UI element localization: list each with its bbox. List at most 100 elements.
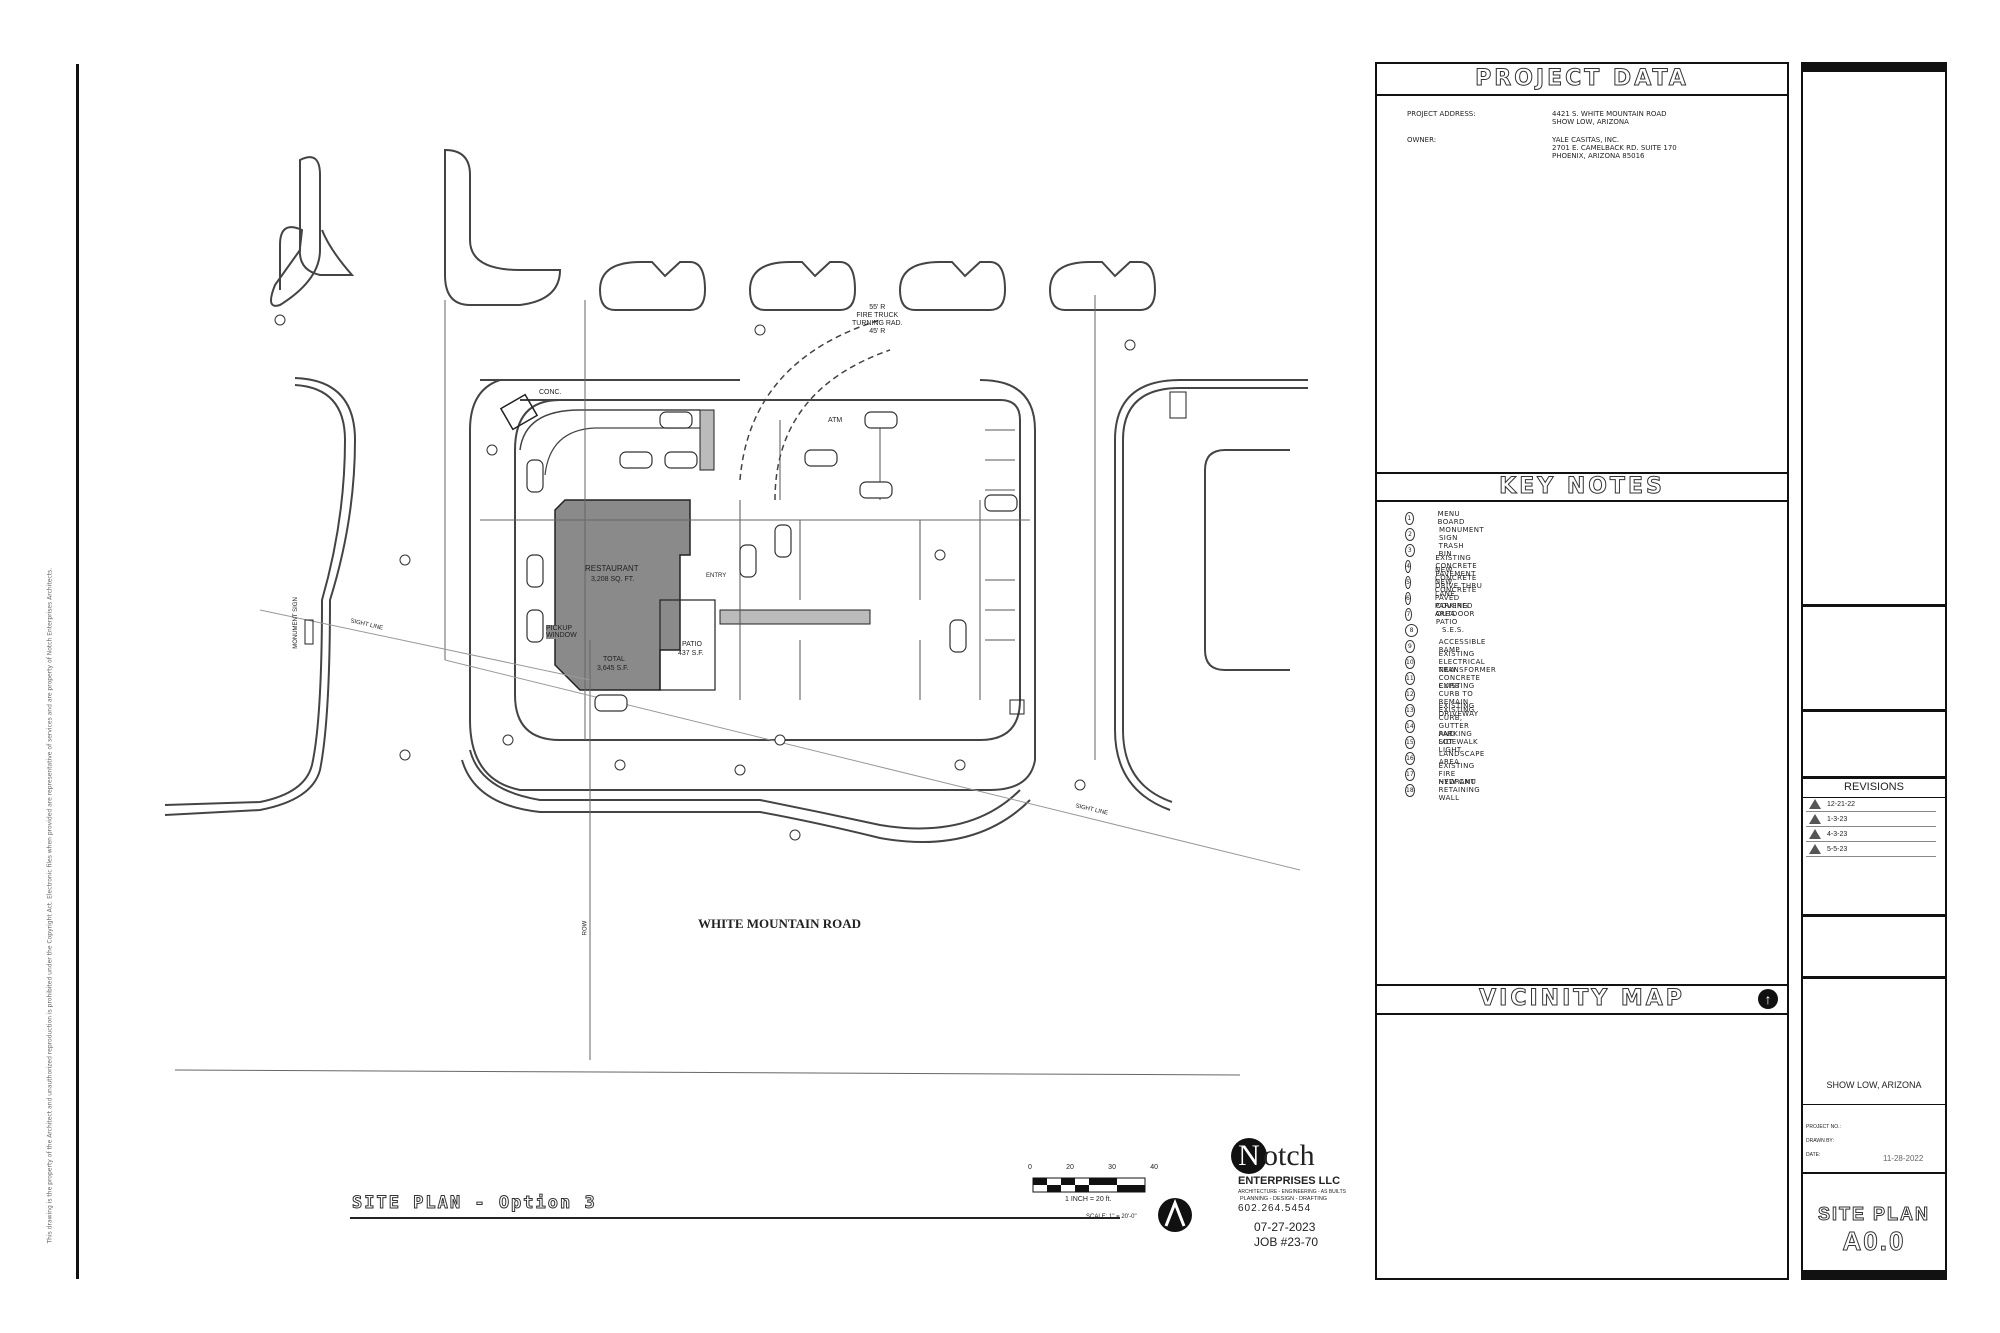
company-name: ENTERPRISES LLC bbox=[1238, 1175, 1341, 1187]
plan-title: SITE PLAN - Option 3 bbox=[352, 1193, 597, 1214]
note-number: 1 bbox=[1405, 511, 1414, 525]
fire-truck-line: 45' R bbox=[869, 328, 886, 335]
divider bbox=[1377, 500, 1787, 502]
monument-sign bbox=[304, 619, 314, 645]
title-block: REVISIONS SHOW LOW, ARIZONA PROJECT NO.:… bbox=[1801, 62, 1947, 1280]
car bbox=[664, 451, 698, 469]
curb-island bbox=[279, 226, 355, 290]
note-number: 7 bbox=[1405, 607, 1412, 621]
site-curb bbox=[514, 399, 1021, 741]
pickup-label: PICKUP WINDOW bbox=[546, 625, 580, 639]
divider bbox=[1377, 984, 1787, 986]
scale-tick: 0 bbox=[1028, 1164, 1032, 1171]
note-number: 10 bbox=[1405, 655, 1415, 669]
note-number: 6 bbox=[1405, 591, 1411, 605]
row-label: ROW bbox=[582, 920, 589, 936]
info-panel: PROJECT DATA PROJECT ADDRESS: 4421 S. WH… bbox=[1375, 62, 1789, 1280]
plan-area: This drawing is the property of the Arch… bbox=[47, 64, 1346, 1279]
total-label: TOTAL bbox=[603, 656, 625, 663]
note-number: 8 bbox=[1405, 623, 1418, 637]
curb-island bbox=[1048, 261, 1157, 311]
date-label: DATE: bbox=[1806, 1152, 1821, 1158]
scale-tick: 20 bbox=[1066, 1164, 1074, 1171]
revisions-title: REVISIONS bbox=[1844, 781, 1904, 793]
note-number: 3 bbox=[1405, 543, 1415, 557]
fire-truck-arc bbox=[739, 319, 881, 481]
plan-left-border bbox=[76, 64, 79, 1279]
note-text: EXISTING CURB, GUTTER AND SIDEWALK bbox=[1438, 706, 1478, 746]
company-phone: 602.264.5454 bbox=[1238, 1203, 1312, 1214]
note-number: 16 bbox=[1405, 751, 1415, 765]
scale-text: SCALE: 1" = 20'-0" bbox=[1086, 1214, 1137, 1220]
date-value: 11-28-2022 bbox=[1883, 1154, 1924, 1163]
divider bbox=[1377, 1013, 1787, 1015]
divider bbox=[1803, 914, 1945, 917]
address-line1: 4421 S. WHITE MOUNTAIN ROAD bbox=[1552, 110, 1667, 118]
drive-thru-lane bbox=[519, 409, 700, 451]
company-date: 07-27-2023 bbox=[1254, 1220, 1316, 1234]
project-data-title: PROJECT DATA bbox=[1475, 66, 1689, 92]
revision-row: 5-5-23 bbox=[1806, 842, 1936, 857]
car bbox=[864, 411, 898, 429]
monument-sign-label: MONUMENT SIGN bbox=[292, 597, 299, 649]
scale-bar bbox=[1032, 1177, 1146, 1193]
right-building bbox=[1204, 449, 1290, 671]
trash-enclosure bbox=[499, 393, 539, 431]
owner-line1: YALE CASITAS, INC. bbox=[1552, 136, 1620, 144]
patio bbox=[659, 599, 716, 691]
company-services-1: ARCHITECTURE - ENGINEERING - AS BUILTS bbox=[1238, 1189, 1346, 1195]
project-no-label: PROJECT NO.: bbox=[1806, 1124, 1841, 1130]
company-job: JOB #23-70 bbox=[1254, 1235, 1319, 1249]
atm-label: ATM bbox=[828, 417, 843, 424]
note-number: 5 bbox=[1405, 575, 1411, 589]
logo-rest: otch bbox=[1263, 1139, 1315, 1172]
fire-truck-line: TURNING RAD. bbox=[852, 320, 903, 327]
car bbox=[526, 459, 544, 493]
note-text: S.E.S. bbox=[1442, 626, 1465, 634]
car bbox=[949, 619, 967, 653]
divider bbox=[1803, 776, 1945, 779]
divider bbox=[1377, 94, 1787, 96]
note-number: 14 bbox=[1405, 719, 1415, 733]
note-text: NEW CONCRETE DRIVE THRU LANE bbox=[1434, 566, 1483, 598]
drive-thru-lane bbox=[544, 427, 700, 476]
revision-date: 4-3-23 bbox=[1827, 830, 1848, 838]
key-note: 6 NEW CONCRETE PAVED PARKING AREA bbox=[1405, 578, 1484, 618]
note-number: 2 bbox=[1405, 527, 1415, 541]
owner-line2: 2701 E. CAMELBACK RD. SUITE 170 bbox=[1552, 144, 1677, 152]
car bbox=[859, 481, 893, 499]
scale-ticks: 0 20 30 40 bbox=[1028, 1164, 1158, 1171]
note-number: 11 bbox=[1405, 671, 1415, 685]
note-text: NEW CMU RETAINING WALL bbox=[1438, 778, 1481, 802]
key-notes-title: KEY NOTES bbox=[1499, 474, 1665, 500]
car bbox=[619, 451, 653, 469]
fire-truck-line: FIRE TRUCK bbox=[856, 312, 899, 319]
left-road-curb bbox=[164, 384, 347, 806]
title-block-band bbox=[1803, 64, 1945, 72]
car bbox=[594, 694, 628, 712]
revision-row: 12-21-22 bbox=[1806, 797, 1936, 812]
car bbox=[774, 524, 792, 558]
key-note: 1 MENU BOARD bbox=[1405, 510, 1469, 526]
divider bbox=[1803, 976, 1945, 979]
revision-row: 1-3-23 bbox=[1806, 812, 1936, 827]
note-text: NEW CONCRETE PAVED PARKING AREA bbox=[1434, 578, 1477, 618]
right-lot-curb bbox=[1122, 387, 1308, 803]
fire-truck-line: 55' R bbox=[869, 304, 886, 311]
patio-label: PATIO bbox=[682, 641, 702, 648]
curb-island bbox=[898, 261, 1007, 311]
restaurant-area: 3,208 SQ. FT. bbox=[591, 576, 635, 583]
note-text: MENU BOARD bbox=[1437, 510, 1465, 526]
entry-label: ENTRY bbox=[706, 573, 727, 579]
note-number: 9 bbox=[1405, 639, 1415, 653]
divider bbox=[1377, 472, 1787, 474]
note-number: 13 bbox=[1405, 703, 1415, 717]
